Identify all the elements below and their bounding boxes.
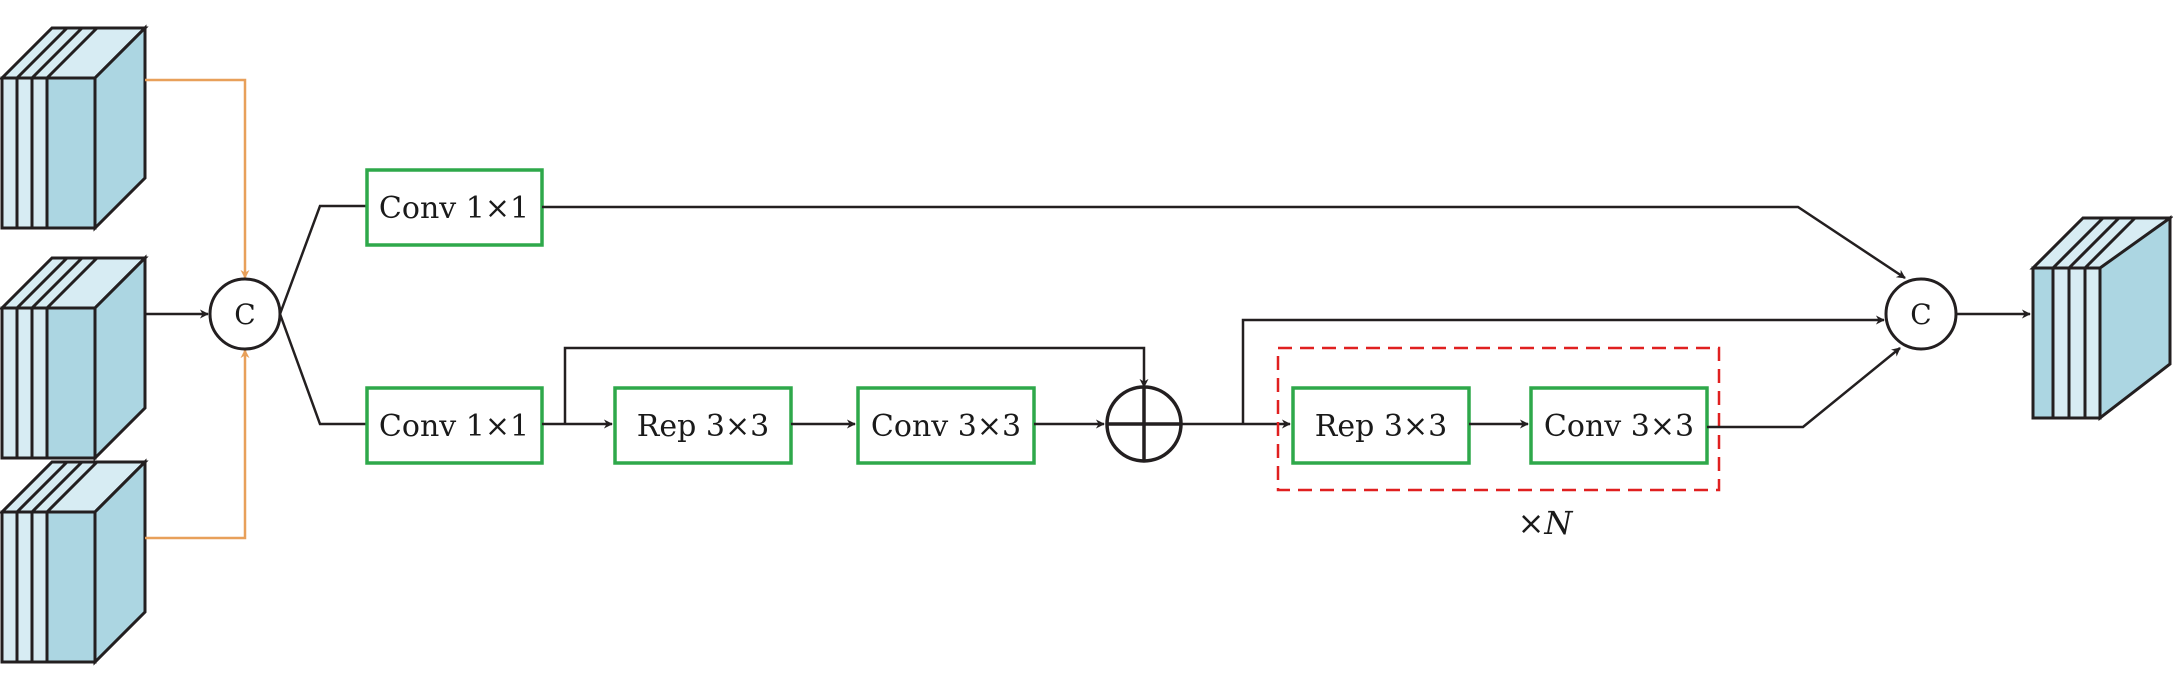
repeat-output-line <box>1707 347 1901 429</box>
split-line-bottom <box>278 313 367 426</box>
input-feature-map-top <box>0 24 149 232</box>
rep3x3-block: Rep 3×3 <box>613 386 793 465</box>
output-feature-map <box>2029 215 2173 422</box>
concat-node-output: C <box>1884 277 1958 351</box>
top-conv1x1-block: Conv 1×1 <box>365 168 544 247</box>
repeat-dashed-box <box>1276 346 1721 492</box>
bypass-to-output-concat <box>1241 315 1885 424</box>
residual-skip-line <box>563 346 1149 424</box>
rep3x3-label: Rep 3×3 <box>637 409 769 444</box>
concat-input-label: C <box>234 298 255 331</box>
top-branch-line <box>542 205 1906 280</box>
repeat-conv3x3-block: Conv 3×3 <box>1529 386 1709 465</box>
conv3x3-label: Conv 3×3 <box>871 409 1021 444</box>
orange-connector-bottom <box>145 349 250 540</box>
input-feature-map-middle <box>0 254 149 462</box>
conv3x3-block: Conv 3×3 <box>856 386 1036 465</box>
repeat-count-label: ×N <box>1518 504 1574 542</box>
repeat-rep3x3-block: Rep 3×3 <box>1291 386 1471 465</box>
concat-output-label: C <box>1910 298 1931 331</box>
concat-node-input: C <box>208 277 282 351</box>
repeat-rep3x3-label: Rep 3×3 <box>1315 409 1447 444</box>
plus-circle-icon <box>1105 385 1183 463</box>
bottom-conv1x1-block: Conv 1×1 <box>365 386 544 465</box>
orange-connector-top <box>145 78 250 279</box>
input-feature-map-bottom <box>0 458 149 666</box>
repeat-conv3x3-label: Conv 3×3 <box>1544 409 1694 444</box>
split-line-top <box>278 204 367 315</box>
top-conv1x1-label: Conv 1×1 <box>379 191 529 226</box>
bottom-conv1x1-label: Conv 1×1 <box>379 409 529 444</box>
